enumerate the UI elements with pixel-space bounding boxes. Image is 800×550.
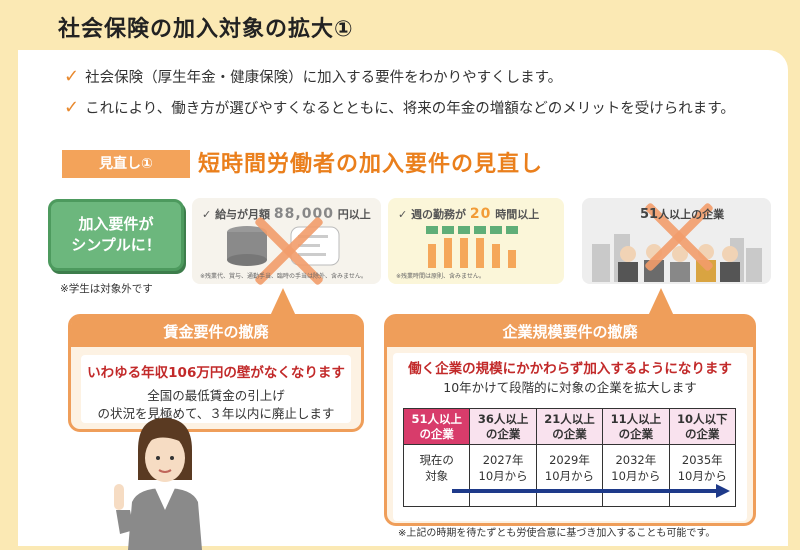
bullet-item: ✓ これにより、働き方が選びやすくなるとともに、将来の年金の増額などのメリットを受… [64,97,735,118]
hours-label-suffix: 時間以上 [495,208,540,221]
bullet-item: ✓ 社会保険（厚生年金・健康保険）に加入する要件をわかりやすくします。 [64,66,562,87]
schedule-table: 51人以上の企業 36人以上の企業 21人以上の企業 11人以上の企業 10人以… [402,408,737,507]
wage-card-note: ※残業代、賞与、通勤手当、臨時の手当は除外、含みません。 [200,273,367,280]
section-heading: 短時間労働者の加入要件の見直し [198,152,544,177]
requirement-simple-box: 加入要件が シンプルに！ [48,199,184,271]
company-card-label: 51人以上の企業 [640,206,724,222]
company-panel-body-text: 10年かけて段階的に対象の企業を拡大します [443,380,697,395]
schedule-date-cell: 現在の対象 [402,444,471,507]
wage-abolition-panel: 賃金要件の撤廃 いわゆる年収106万円の壁がなくなります 全国の最低賃金の引上げ… [68,314,364,432]
wage-panel-line2: の状況を見極めて、３年以内に廃止します [97,406,335,422]
schedule-header-cell: 11人以上の企業 [602,408,670,445]
hours-label-amount: 20 [469,206,492,222]
schedule-header-row: 51人以上の企業 36人以上の企業 21人以上の企業 11人以上の企業 10人以… [402,408,737,445]
hours-card-label: ✓ 週の勤務が 20 時間以上 [398,206,539,222]
timeline-arrow [452,489,718,493]
calendar-icon [426,226,518,268]
check-icon: ✓ [64,97,80,118]
schedule-header-cell: 21人以上の企業 [535,408,604,445]
wage-panel-line1: 全国の最低賃金の引上げ [147,388,285,403]
person-illustration [114,418,202,550]
company-label-suffix: 人以上の企業 [658,208,725,221]
company-size-card [582,198,771,284]
schedule-header-cell: 36人以上の企業 [469,408,537,445]
check-icon: ✓ [64,66,80,87]
wage-requirement-card: ✓ 給与が月額 88,000 円以上 ※残業代、賞与、通勤手当、臨時の手当は除外… [192,198,381,284]
requirement-line1: 加入要件が [78,215,154,233]
timeline-arrowhead-icon [716,484,730,498]
section-badge: 見直し① [62,150,190,178]
wage-panel-title: 賃金要件の撤廃 [71,317,361,347]
wage-label-suffix: 円以上 [337,208,371,221]
hours-label-prefix: 週の勤務が [411,208,467,221]
bullet-text: 社会保険（厚生年金・健康保険）に加入する要件をわかりやすくします。 [85,70,563,86]
bullet-text: これにより、働き方が選びやすくなるとともに、将来の年金の増額などのメリットを受け… [85,101,735,117]
hours-requirement-card: ✓ 週の勤務が 20 時間以上 ※残業時間は原則、含みません。 [388,198,564,284]
arrow-up-icon [270,288,296,316]
wage-panel-highlight: いわゆる年収106万円の壁がなくなります [87,365,345,381]
company-panel-footnote: ※上記の時期を待たずとも労使合意に基づき加入することも可能です。 [398,528,716,539]
student-note: ※学生は対象外です [60,283,153,295]
title-tab [0,0,462,50]
schedule-header-cell: 51人以上の企業 [402,408,471,445]
arrow-up-icon [648,288,674,316]
schedule-header-cell: 10人以下の企業 [668,408,737,445]
check-icon: ✓ [398,208,408,221]
check-icon: ✓ [202,208,212,221]
company-label-amount: 51 [640,207,659,222]
company-panel-title: 企業規模要件の撤廃 [387,317,753,347]
requirement-line2: シンプルに！ [71,236,161,254]
page-title: 社会保険の加入対象の拡大① [58,17,354,42]
wage-panel-body: いわゆる年収106万円の壁がなくなります 全国の最低賃金の引上げ の状況を見極め… [81,355,351,423]
hours-card-note: ※残業時間は原則、含みません。 [396,273,485,280]
company-panel-highlight: 働く企業の規模にかかわらず加入するようになります [408,361,732,377]
